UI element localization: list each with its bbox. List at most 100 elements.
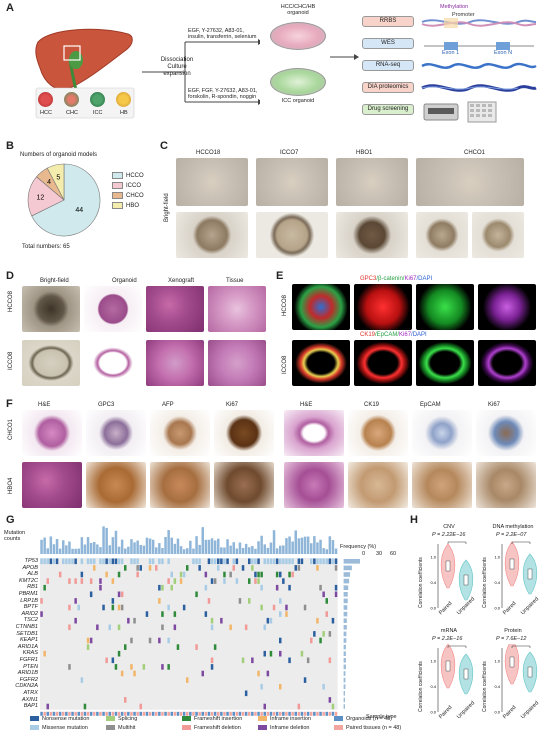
mutation-cell bbox=[279, 683, 282, 690]
mutation-count-bar bbox=[161, 547, 164, 554]
paneld-icco8-tissue bbox=[208, 340, 266, 386]
mutation-cell bbox=[263, 624, 266, 631]
sample-type-cell bbox=[89, 711, 93, 716]
pie-legend-item: ICCO bbox=[112, 182, 144, 190]
assay-wes: WES bbox=[362, 38, 414, 49]
sample-type-cell bbox=[198, 711, 201, 716]
violin-title: CNV bbox=[443, 524, 455, 530]
mutation-count-bar bbox=[80, 537, 84, 554]
sample-type-cell bbox=[291, 711, 294, 716]
mutation-cell bbox=[213, 578, 217, 584]
mutation-count-bar bbox=[105, 527, 108, 554]
expansion-text: expansion bbox=[163, 71, 191, 77]
mutation-cell bbox=[111, 598, 115, 604]
mutation-count-bar bbox=[93, 541, 96, 554]
mutation-cell bbox=[80, 558, 84, 565]
mutation-cell bbox=[313, 631, 316, 637]
mutation-cell bbox=[260, 584, 263, 591]
panelc-icco7-zoom bbox=[256, 212, 328, 258]
legend-label: Missense mutation bbox=[42, 725, 88, 731]
mutation-cell bbox=[279, 571, 282, 578]
mutation-cell bbox=[158, 598, 161, 604]
violin-pvalue: P = 7.6E−12 bbox=[496, 636, 527, 642]
gene-label-kmt2c: KMT2C bbox=[19, 577, 38, 584]
mutation-cell bbox=[275, 558, 279, 565]
legend-swatch bbox=[106, 716, 115, 722]
pie-slice-hbo bbox=[46, 163, 65, 201]
legend-label: Paired tissues (n = 48) bbox=[346, 725, 402, 731]
mutation-cell bbox=[68, 664, 71, 670]
gene-label-apob: APOB bbox=[22, 564, 38, 571]
mutation-count-bar bbox=[294, 530, 297, 554]
panelf-right-r2-ki67 bbox=[476, 462, 536, 508]
legend-item: Organoids (n = 48) bbox=[334, 716, 392, 722]
mutation-cell bbox=[291, 571, 294, 578]
promoter-label: Promoter bbox=[452, 12, 475, 18]
sample-type-cell bbox=[55, 711, 59, 716]
mutation-cell bbox=[102, 604, 105, 611]
mutation-cell bbox=[167, 604, 170, 611]
pie-legend-label: HBO bbox=[126, 203, 140, 210]
mutation-cell bbox=[316, 558, 319, 565]
mutation-count-bar bbox=[266, 547, 270, 554]
frequency-bar bbox=[343, 658, 346, 663]
mutation-cell bbox=[269, 617, 273, 624]
mutation-count-bar bbox=[86, 537, 90, 554]
violin-svg: 0.00.41.0 bbox=[430, 644, 474, 715]
organoid-bottom-label: ICC organoid bbox=[281, 98, 315, 104]
mutation-count-bar bbox=[151, 539, 155, 554]
mutation-cell bbox=[260, 683, 263, 690]
mutation-count-bar bbox=[328, 536, 332, 554]
exon1-label: Exon 1 bbox=[442, 50, 460, 56]
panele-icco8-epcam bbox=[416, 340, 474, 386]
mutation-cell bbox=[155, 565, 158, 571]
significance-bracket bbox=[447, 541, 467, 544]
mutation-cell bbox=[186, 677, 189, 683]
sample-type-cell bbox=[86, 711, 90, 716]
mutation-count-bar bbox=[58, 548, 62, 554]
mutation-count-bar bbox=[244, 543, 248, 554]
mutation-cell bbox=[130, 558, 133, 565]
mutation-count-bar bbox=[229, 545, 232, 554]
paneld-col-organoid: Organoid bbox=[112, 278, 137, 284]
sample-type-cell bbox=[133, 711, 136, 716]
mutation-cell bbox=[74, 598, 77, 604]
frequency-bar bbox=[343, 592, 348, 597]
mutation-cell bbox=[235, 578, 239, 584]
panel-h-label: H bbox=[410, 514, 418, 526]
mutation-cell bbox=[117, 650, 121, 657]
sample-type-cell bbox=[220, 711, 223, 716]
sample-type-cell bbox=[279, 711, 282, 716]
mutation-cell bbox=[145, 611, 149, 617]
mutation-cell bbox=[279, 611, 282, 617]
mutation-cell bbox=[210, 624, 214, 631]
assay-illustrations bbox=[421, 18, 537, 123]
mutation-cell bbox=[334, 565, 338, 571]
sample-type-cell bbox=[226, 711, 229, 716]
legend-swatch bbox=[182, 716, 191, 722]
sample-type-cell bbox=[266, 711, 270, 716]
paneld-col-tissue: Tissue bbox=[226, 278, 244, 284]
mutation-cell bbox=[238, 598, 242, 604]
mutation-cell bbox=[223, 578, 226, 584]
legend-item: Frameshift deletion bbox=[182, 725, 241, 731]
mutation-count-bar bbox=[213, 540, 217, 554]
legend-label: Frameshift deletion bbox=[194, 725, 241, 731]
frequency-bar bbox=[343, 611, 348, 617]
legend-item: Inframe insertion bbox=[258, 716, 311, 722]
mutation-count-bar bbox=[164, 536, 167, 554]
pie-legend-item: HBO bbox=[112, 202, 144, 210]
mutation-cell bbox=[46, 558, 49, 565]
violin-tick: 0.4 bbox=[494, 580, 500, 585]
sample-type-cell bbox=[294, 711, 297, 716]
sample-type-cell bbox=[96, 711, 99, 716]
sample-type-cell bbox=[99, 711, 102, 716]
dissociation-arrows bbox=[142, 39, 260, 105]
sample-type-cell bbox=[232, 711, 235, 716]
mutation-cell bbox=[310, 558, 313, 565]
frequency-bar bbox=[343, 565, 352, 571]
mutation-cell bbox=[220, 617, 223, 624]
mutation-cell bbox=[167, 558, 170, 565]
mutation-cell bbox=[120, 558, 124, 565]
panele-ki67-2: Ki67 bbox=[399, 332, 412, 338]
